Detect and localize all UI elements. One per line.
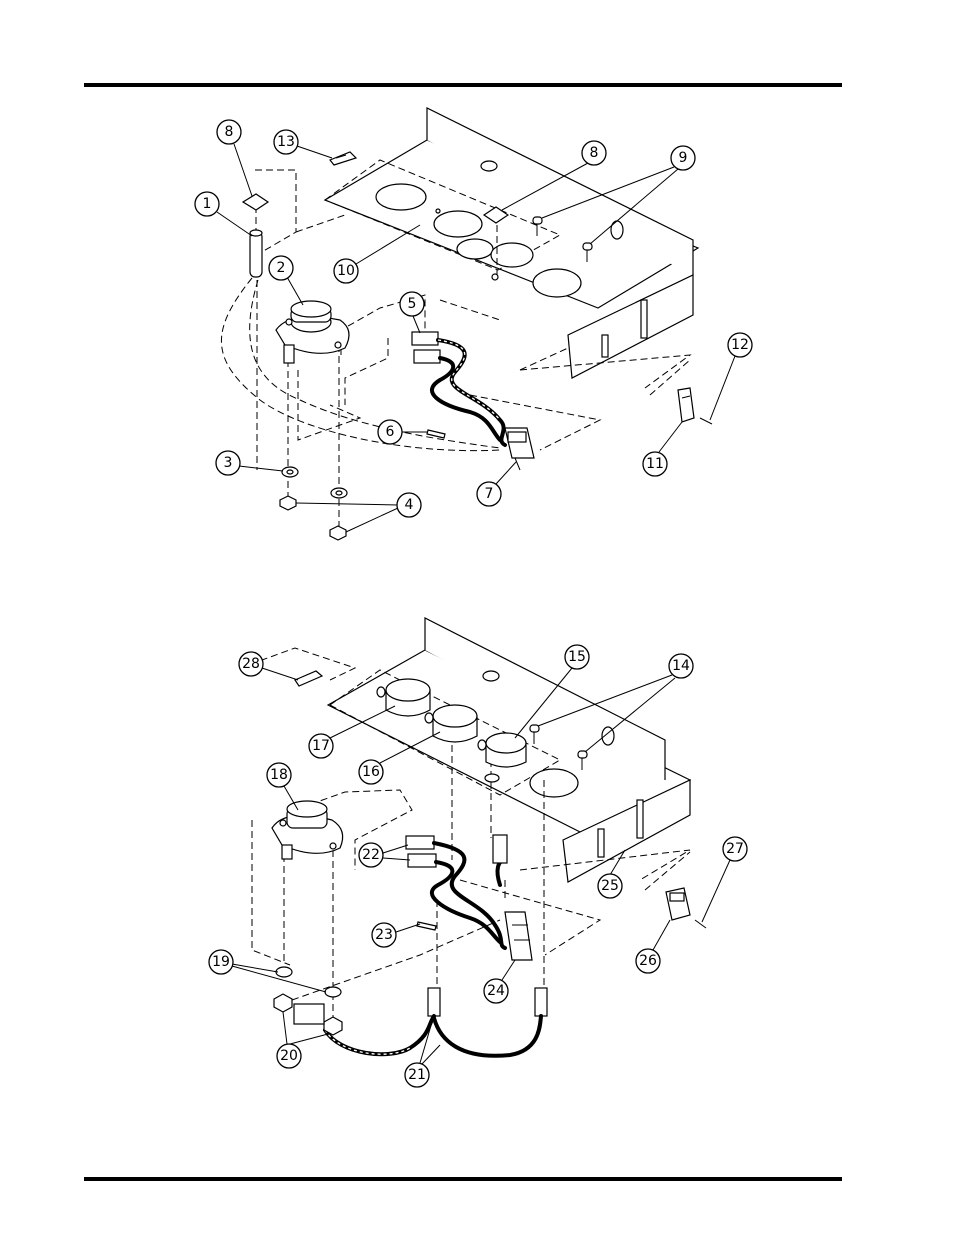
knob-16 [424,704,478,743]
svg-text:6: 6 [386,424,395,440]
callout-5: 5 [399,291,425,334]
callout-9: 9 [541,145,696,245]
callout-24: 24 [483,959,516,1004]
callout-21: 21 [404,1021,441,1088]
callout-3: 3 [215,450,284,476]
sheet-metal-screw [329,151,358,166]
svg-text:11: 11 [646,456,664,472]
svg-text:18: 18 [270,767,288,783]
svg-text:7: 7 [485,486,494,502]
svg-text:17: 17 [312,738,330,754]
small-screw [699,417,713,425]
svg-text:5: 5 [408,296,417,312]
svg-text:16: 16 [362,764,380,780]
svg-text:22: 22 [362,847,380,863]
callout-bubbles: 1 2 3 4 5 6 7 8 [194,119,753,533]
square-grommet-left [241,193,270,211]
thermostat [275,300,350,364]
wire-harness [411,331,507,447]
callout-8-right: 8 [501,140,607,211]
sheet-metal-screw-2 [294,670,324,687]
panel-screws-2 [529,724,588,770]
svg-text:3: 3 [224,455,233,471]
callout-16: 16 [358,731,441,785]
svg-text:14: 14 [672,658,690,674]
terminal-block [492,834,533,961]
sensor-bulb [249,229,263,278]
callout-1: 1 [194,191,253,237]
svg-text:12: 12 [731,337,749,353]
svg-text:21: 21 [408,1067,426,1083]
callout-bubbles-2: 14 15 16 17 18 19 20 [208,644,748,1088]
panel-screws [480,160,624,262]
callout-19: 19 [208,949,327,993]
svg-text:10: 10 [337,263,355,279]
callout-11: 11 [642,421,683,477]
svg-text:8: 8 [225,124,234,140]
callout-13: 13 [273,129,333,159]
control-panel-assembly [323,107,700,379]
svg-text:24: 24 [487,983,505,999]
wire-terminal [426,429,446,439]
mounting-bracket-2 [665,887,691,921]
callout-15: 15 [514,644,590,739]
svg-text:25: 25 [601,878,619,894]
callout-23: 23 [371,922,421,948]
callout-26: 26 [635,919,671,974]
callout-12: 12 [709,332,753,421]
callout-18: 18 [266,762,299,811]
callout-28: 28 [238,651,299,681]
wire-harness-2 [405,835,507,950]
svg-text:4: 4 [405,497,414,513]
top-exploded-parts-diagram: 1 2 3 4 5 6 7 8 [194,107,753,541]
callout-7: 7 [476,461,517,507]
knob-15 [477,732,527,783]
small-screw-2 [694,919,707,929]
control-knobs [376,678,527,783]
lower-wire-harness [323,987,548,1058]
svg-text:13: 13 [277,134,295,150]
callout-22: 22 [358,842,411,868]
washers-and-nuts [279,466,348,541]
bottom-exploded-parts-diagram: 14 15 16 17 18 19 20 [208,617,748,1088]
callout-17: 17 [308,705,396,759]
svg-text:19: 19 [212,954,230,970]
svg-text:28: 28 [242,656,260,672]
callout-6: 6 [377,419,428,445]
top-rule [84,83,842,87]
svg-text:1: 1 [203,196,212,212]
svg-text:9: 9 [679,150,688,166]
terminal-connector-block [504,427,535,471]
explosion-guide-lines-2 [239,647,691,1020]
callout-14: 14 [537,653,694,753]
svg-text:26: 26 [639,953,657,969]
svg-text:2: 2 [277,260,286,276]
svg-text:23: 23 [375,927,393,943]
bottom-rule [84,1177,842,1181]
svg-text:20: 20 [280,1048,298,1064]
callout-27: 27 [701,836,748,923]
svg-text:15: 15 [568,649,586,665]
callout-4: 4 [295,492,422,533]
callout-25: 25 [597,849,626,899]
callout-10: 10 [333,224,421,284]
svg-text:8: 8 [590,145,599,161]
callout-2: 2 [268,255,304,306]
mounting-bracket [677,387,695,423]
square-grommet-right [482,206,510,224]
callout-8-left: 8 [216,119,253,197]
wire-terminal-2 [416,921,437,931]
callout-20: 20 [276,1011,329,1069]
svg-text:27: 27 [726,841,744,857]
thermostat-2 [271,800,344,860]
